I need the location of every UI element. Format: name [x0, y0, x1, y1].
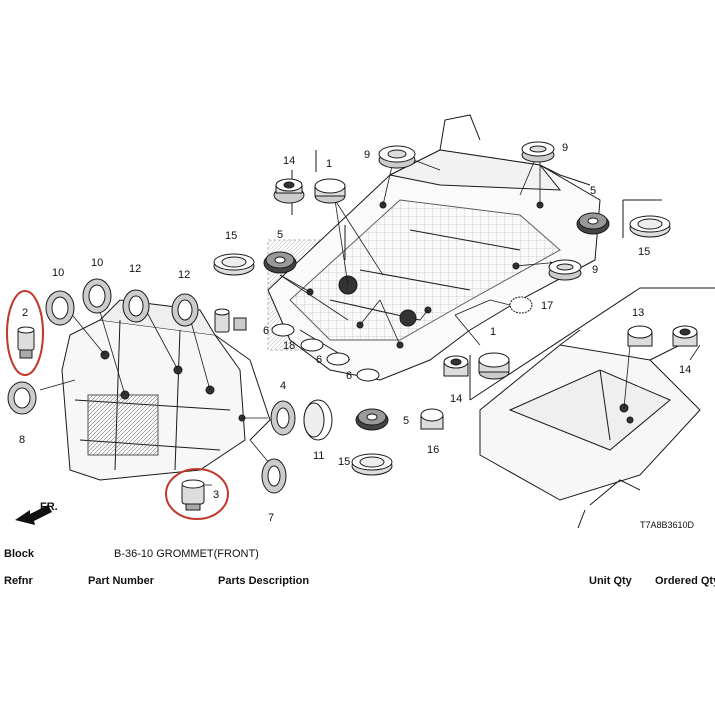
part-9c-grommet [548, 259, 582, 281]
divider-lines [291, 150, 715, 529]
part-3-plug [181, 479, 205, 511]
part-14a-grommet [273, 178, 305, 204]
front-direction-arrow: FR. [15, 501, 58, 525]
part-2-plug [17, 326, 35, 359]
part-1b-grommet [478, 352, 510, 380]
callout-14: 14 [679, 364, 691, 376]
callout-13: 13 [632, 307, 644, 319]
callout-12: 12 [129, 263, 141, 275]
callout-8: 8 [19, 434, 25, 446]
part-15a-grommet [213, 253, 255, 276]
part-6-plugs [271, 323, 380, 382]
callout-6: 6 [263, 325, 269, 337]
callout-15: 15 [338, 456, 350, 468]
part-10a-grommet [45, 290, 75, 326]
part-12a-grommet [122, 289, 150, 323]
callout-numbers: 1 1 2 3 4 5 5 5 6 6 6 7 8 9 9 9 10 10 11… [19, 142, 691, 524]
callout-12: 12 [178, 269, 190, 281]
part-13-grommet [627, 325, 653, 347]
part-17-plug [509, 296, 533, 314]
part-9b-grommet [521, 141, 555, 163]
callout-1: 1 [326, 158, 332, 170]
col-unit-qty: Unit Qty [589, 575, 632, 587]
front-label: FR. [40, 501, 58, 513]
part-1a-grommet [314, 178, 346, 204]
part-7-grommet [261, 458, 287, 494]
callout-18: 18 [283, 340, 295, 352]
callout-5: 5 [590, 185, 596, 197]
callout-10: 10 [52, 267, 64, 279]
callout-2: 2 [22, 307, 28, 319]
part-11-cap [303, 399, 333, 441]
part-5c-grommet [355, 408, 389, 431]
callout-9: 9 [364, 149, 370, 161]
part-14b-grommet [443, 355, 469, 377]
callout-10: 10 [91, 257, 103, 269]
part-4-grommet [270, 400, 296, 436]
callout-7: 7 [268, 512, 274, 524]
callout-11: 11 [313, 450, 324, 462]
rear-frame-drawing [479, 329, 701, 506]
callout-5: 5 [277, 229, 283, 241]
underbody-floor-drawing [267, 114, 601, 381]
part-12b-grommet [171, 293, 199, 327]
part-14c-grommet [672, 325, 698, 347]
parts-table-header: Refnr Part Number Parts Description Unit… [0, 572, 715, 592]
col-refnr: Refnr [4, 575, 33, 587]
part-15c-grommet [351, 453, 393, 476]
callout-1: 1 [490, 326, 496, 338]
part-16-grommet [420, 408, 444, 430]
part-10b-grommet [82, 278, 112, 314]
part-2b-plug [214, 308, 247, 333]
col-parts-description: Parts Description [218, 575, 310, 587]
parts-diagram: FR. 1 1 2 3 4 5 5 5 6 6 6 7 8 9 9 9 10 1… [6, 114, 715, 530]
part-15b-grommet [629, 215, 671, 238]
block-row: Block B-36-10 GROMMET(FRONT) [0, 545, 715, 565]
callout-15: 15 [638, 246, 650, 258]
callout-3: 3 [213, 489, 219, 501]
block-value: B-36-10 GROMMET(FRONT) [114, 548, 259, 560]
part-9a-grommet [378, 145, 416, 169]
part-5b-grommet [263, 251, 297, 274]
callout-9: 9 [592, 264, 598, 276]
highlight-circle-part-2 [6, 290, 44, 376]
callout-9: 9 [562, 142, 568, 154]
part-18-plug [300, 338, 324, 352]
col-part-number: Part Number [88, 575, 155, 587]
diagram-code: T7A8B3610D [640, 520, 695, 530]
callout-17: 17 [541, 300, 553, 312]
callout-6: 6 [346, 370, 352, 382]
callout-5: 5 [403, 415, 409, 427]
callout-14: 14 [450, 393, 462, 405]
callout-16: 16 [427, 444, 439, 456]
callout-14: 14 [283, 155, 295, 167]
block-label: Block [4, 548, 34, 560]
callout-6: 6 [316, 354, 322, 366]
callout-4: 4 [280, 380, 286, 392]
callout-15: 15 [225, 230, 237, 242]
part-5a-grommet [576, 212, 610, 235]
highlight-circle-part-3 [165, 468, 229, 520]
part-8-grommet [7, 381, 37, 415]
col-ordered-qty: Ordered Qty [655, 575, 715, 587]
